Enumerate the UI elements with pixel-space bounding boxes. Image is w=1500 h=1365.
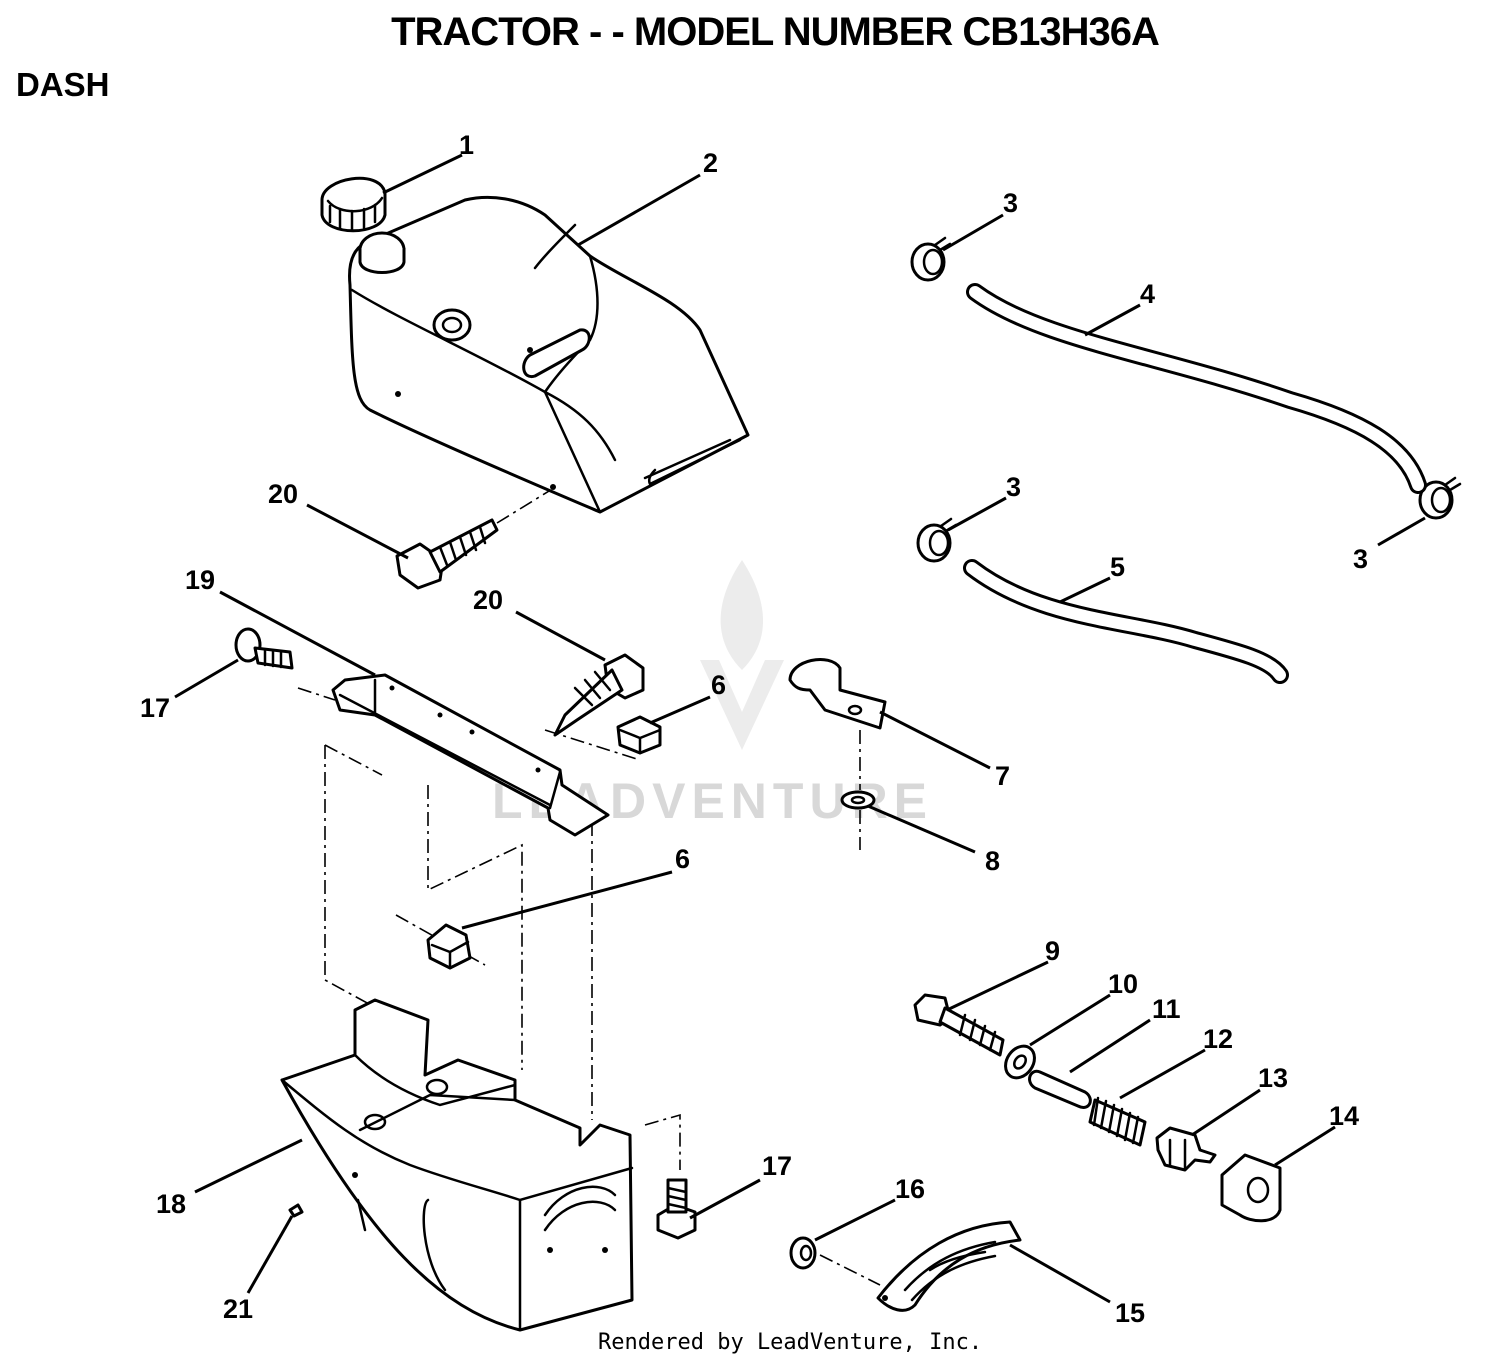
dash-panel (280, 998, 634, 1332)
hose-clamp-upper (910, 236, 952, 282)
callout-12: 12 (1203, 1024, 1233, 1054)
callout-17-lower: 17 (762, 1151, 792, 1181)
flat-washer (1004, 1044, 1036, 1080)
bolt-upper (234, 627, 294, 670)
callout-18: 18 (156, 1189, 186, 1219)
fuel-cap (320, 176, 387, 233)
callout-15: 15 (1115, 1298, 1145, 1328)
section-heading: DASH (16, 66, 110, 103)
callout-1: 1 (459, 130, 474, 160)
callout-4: 4 (1140, 279, 1155, 309)
hose-clamp-middle (916, 517, 958, 563)
fuel-hose-short (963, 559, 1289, 684)
callout-6-lower: 6 (675, 844, 690, 874)
hose-clamp-bracket (788, 658, 887, 730)
spacer-bushing (1028, 1069, 1092, 1109)
callout-labels: 1 2 3 4 3 5 3 20 19 20 17 6 7 8 6 9 10 1… (140, 130, 1368, 1328)
leader-lines (174, 153, 1426, 1304)
footer-credit: Rendered by LeadVenture, Inc. (598, 1330, 983, 1355)
callout-20-lower: 20 (473, 585, 503, 615)
dash-bracket (331, 673, 610, 837)
callout-16: 16 (895, 1174, 925, 1204)
quadrant-plate (876, 1220, 1022, 1312)
callout-6-upper: 6 (711, 670, 726, 700)
spring-keeper (1155, 1126, 1217, 1172)
nut-lower (426, 923, 472, 970)
callout-5: 5 (1110, 552, 1125, 582)
rivet (288, 1203, 304, 1218)
callout-21: 21 (223, 1294, 253, 1324)
hose-clamp-right (1418, 476, 1462, 520)
callout-19: 19 (185, 565, 215, 595)
bushing-bracket (1220, 1153, 1282, 1223)
screw-lower (553, 653, 645, 737)
grommet (789, 1236, 817, 1270)
fuel-tank (348, 195, 750, 514)
bolt-lower (656, 1178, 697, 1240)
callout-2: 2 (703, 148, 718, 178)
compression-spring (1088, 1096, 1147, 1147)
callout-8: 8 (985, 846, 1000, 876)
fuel-hose-long (966, 283, 1427, 494)
callout-13: 13 (1258, 1063, 1288, 1093)
page-title: TRACTOR - - MODEL NUMBER CB13H36A (391, 10, 1160, 54)
callout-9: 9 (1045, 936, 1060, 966)
callout-20-upper: 20 (268, 479, 298, 509)
callout-14: 14 (1329, 1101, 1359, 1131)
screw-upper (395, 518, 499, 590)
shoulder-bolt (913, 993, 1005, 1057)
nut-upper (616, 715, 662, 755)
callout-3-right: 3 (1353, 544, 1368, 574)
callout-11: 11 (1152, 994, 1181, 1024)
callout-10: 10 (1108, 969, 1138, 999)
callout-7: 7 (995, 761, 1010, 791)
callout-3-upper: 3 (1003, 188, 1018, 218)
washer (840, 790, 876, 810)
callout-3-middle: 3 (1006, 472, 1021, 502)
callout-17-upper: 17 (140, 693, 170, 723)
